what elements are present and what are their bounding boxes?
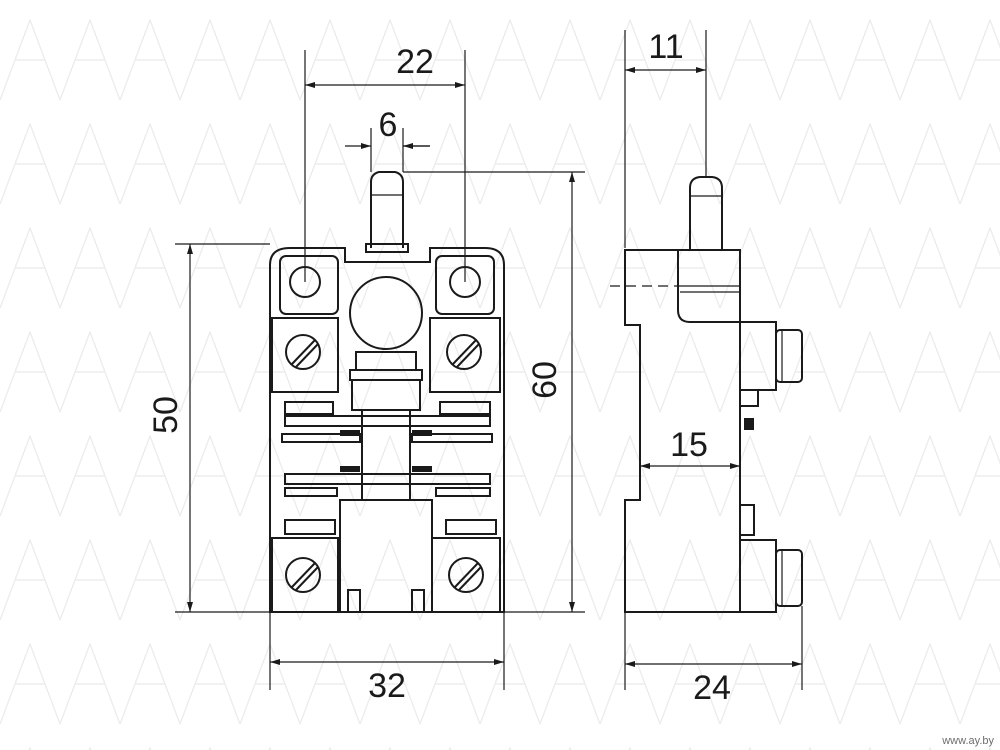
- dim-label-24: 24: [693, 669, 731, 707]
- dim-label-22: 22: [396, 43, 434, 81]
- front-dimensions: [175, 50, 585, 690]
- actuator-ball: [349, 276, 423, 350]
- side-dimensions: [624, 30, 803, 690]
- dim-label-15: 15: [670, 426, 708, 464]
- dim-label-32: 32: [368, 667, 406, 705]
- watermark-text: www.ay.by: [941, 735, 994, 747]
- dim-label-50: 50: [147, 396, 185, 434]
- dim-label-6: 6: [379, 106, 398, 144]
- terminal-screw-top-left: [285, 334, 321, 370]
- side-view: [610, 176, 803, 613]
- front-view: [269, 171, 505, 613]
- dim-label-60: 60: [526, 361, 564, 399]
- terminal-screw-top-right: [446, 334, 482, 370]
- terminal-screw-bottom-left: [285, 557, 321, 593]
- dim-label-11: 11: [648, 28, 683, 66]
- terminal-screw-bottom-right: [448, 557, 484, 593]
